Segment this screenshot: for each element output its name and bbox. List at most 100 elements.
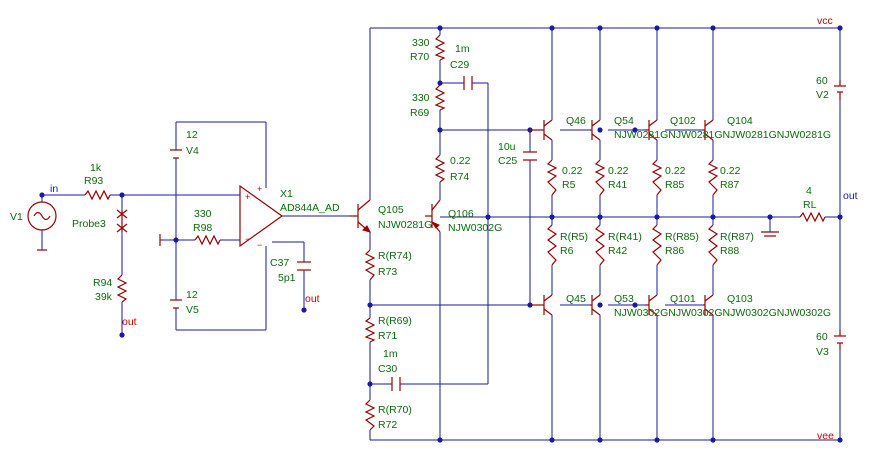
v4-ref: V4	[186, 145, 199, 157]
svg-text:−: −	[257, 240, 262, 250]
r88-ref: R88	[720, 245, 739, 257]
net-out-label-r94: out	[122, 316, 137, 328]
capacitor-c30	[391, 377, 401, 391]
opamp-x1: + − + −	[239, 184, 284, 250]
r93-ref: R93	[84, 175, 103, 187]
r94-value: 39k	[95, 291, 113, 303]
c37-ref: C37	[270, 257, 289, 269]
resistor-rl	[799, 211, 826, 223]
resistor-r70	[434, 34, 446, 61]
probe3-symbol	[116, 209, 128, 233]
q106-part: NJW0302G	[448, 222, 502, 234]
net-out-label-c37: out	[305, 293, 320, 305]
r42-ref: R42	[608, 245, 627, 257]
r98-ref: R98	[193, 222, 212, 234]
v4-value: 12	[186, 129, 198, 141]
v5-value: 12	[186, 289, 198, 301]
resistor-r69	[434, 84, 446, 111]
v3-ref: V3	[816, 346, 829, 358]
r88-value: R(R87)	[720, 231, 754, 243]
x1-ref: X1	[280, 188, 293, 200]
r69-ref: R69	[410, 107, 429, 119]
net-out-label-right: out	[843, 190, 858, 202]
r70-value: 330	[412, 37, 430, 49]
resistor-r98	[194, 234, 221, 246]
ac-source-v1	[27, 201, 57, 251]
q101-ref: Q101	[670, 293, 696, 305]
capacitor-c37	[297, 261, 311, 271]
v2-value: 60	[816, 75, 828, 87]
transistor-q54	[590, 119, 601, 141]
resistor-r6	[547, 224, 558, 266]
resistor-r42	[595, 224, 606, 266]
c29-value: 1m	[455, 43, 470, 55]
rl-ref: RL	[803, 199, 817, 211]
q105-ref: Q105	[378, 204, 404, 216]
r71-ref: R71	[378, 330, 397, 342]
v1-ref: V1	[10, 211, 23, 223]
r42-value: R(R41)	[608, 231, 642, 243]
q103-ref: Q103	[727, 293, 753, 305]
q106-ref: Q106	[448, 208, 474, 220]
r6-value: R(R5)	[560, 231, 588, 243]
npn-parts: NJW0281GNJW0281GNJW0281GNJW0281G	[614, 129, 831, 141]
capacitor-c25	[523, 151, 537, 161]
transistor-q53	[590, 294, 601, 316]
resistor-r87	[707, 159, 719, 196]
q45-ref: Q45	[566, 293, 586, 305]
battery-v5	[170, 299, 182, 309]
resistor-r72	[364, 399, 376, 431]
resistor-r86	[652, 224, 663, 266]
v2-ref: V2	[816, 89, 829, 101]
r85-ref: R85	[665, 179, 684, 191]
resistor-r74	[434, 154, 446, 183]
c30-ref: C30	[378, 363, 397, 375]
transistor-q106	[425, 199, 441, 233]
resistor-r94	[116, 274, 128, 303]
r74-ref: R74	[450, 171, 469, 183]
r86-ref: R86	[665, 245, 684, 257]
r5-value: 0.22	[562, 165, 583, 177]
v5-ref: V5	[186, 304, 199, 316]
resistor-r41	[594, 159, 606, 196]
junctions	[39, 25, 843, 443]
ground-icon	[761, 231, 779, 237]
resistor-r5	[546, 159, 558, 196]
r86-value: R(R85)	[665, 231, 699, 243]
q105-part: NJW0281G	[378, 219, 432, 231]
transistor-q105	[350, 199, 371, 233]
r93-value: 1k	[90, 162, 102, 174]
q54-ref: Q54	[614, 115, 634, 127]
resistor-r88	[708, 224, 719, 266]
r41-ref: R41	[608, 179, 627, 191]
r94-ref: R94	[93, 277, 112, 289]
svg-text:+: +	[257, 184, 262, 194]
net-vee-label: vee	[817, 430, 834, 442]
q102-ref: Q102	[670, 115, 696, 127]
pnp-parts: NJW0302GNJW0302GNJW0302GNJW0302G	[614, 307, 831, 319]
q53-ref: Q53	[614, 293, 634, 305]
r6-ref: R6	[560, 245, 574, 257]
c25-value: 10u	[498, 141, 516, 153]
resistor-r71	[364, 317, 376, 343]
q46-ref: Q46	[566, 115, 586, 127]
rl-value: 4	[806, 185, 812, 197]
c29-ref: C29	[450, 59, 469, 71]
c30-value: 1m	[383, 348, 398, 360]
net-in-label: in	[50, 183, 58, 195]
svg-text:+: +	[245, 192, 250, 202]
q104-ref: Q104	[727, 115, 753, 127]
r73-ref: R73	[378, 266, 397, 278]
battery-v2	[834, 80, 846, 100]
capacitor-c29	[463, 76, 473, 90]
v3-value: 60	[816, 331, 828, 343]
c25-ref: C25	[498, 155, 517, 167]
transistor-q104	[703, 119, 714, 141]
transistor-q101	[645, 294, 658, 316]
r74-value: 0.22	[450, 155, 471, 167]
r87-ref: R87	[720, 179, 739, 191]
battery-v3	[834, 330, 846, 350]
probe3-ref: Probe3	[72, 218, 106, 230]
r73-value: R(R74)	[378, 250, 412, 262]
